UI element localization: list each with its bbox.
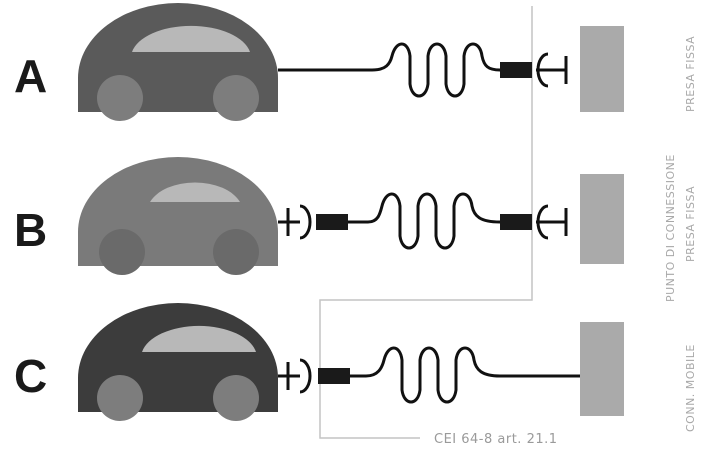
car-a-rear-wheel xyxy=(97,75,143,121)
socket-label-a: PRESA FISSA xyxy=(684,36,697,112)
standard-reference: CEI 64-8 art. 21.1 xyxy=(434,432,558,447)
socket-label-b: PRESA FISSA xyxy=(684,186,697,262)
wall-b xyxy=(580,174,624,264)
car-inlet-c xyxy=(278,358,312,394)
plug-a xyxy=(500,62,532,78)
cable-c xyxy=(350,346,580,404)
connection-point-label: PUNTO DI CONNESSIONE xyxy=(664,154,677,302)
car-plug-c xyxy=(318,368,350,384)
row-letter-c: C xyxy=(14,350,47,402)
car-a xyxy=(78,3,278,121)
car-b xyxy=(78,157,278,275)
car-c-front-wheel xyxy=(213,375,259,421)
car-b-front-wheel xyxy=(213,229,259,275)
wall-a xyxy=(580,26,624,112)
car-c xyxy=(78,303,278,421)
row-letter-a: A xyxy=(14,50,47,102)
connection-point-line xyxy=(319,6,533,439)
wall-c xyxy=(580,322,624,416)
socket-label-c: CONN. MOBILE xyxy=(684,344,697,432)
cable-b xyxy=(348,192,501,250)
car-plug-b xyxy=(316,214,348,230)
row-letter-b: B xyxy=(14,204,47,256)
plug-b xyxy=(500,214,532,230)
car-inlet-b xyxy=(278,204,312,240)
socket-b xyxy=(536,204,568,240)
car-c-rear-wheel xyxy=(97,375,143,421)
car-b-rear-wheel xyxy=(99,229,145,275)
car-a-front-wheel xyxy=(213,75,259,121)
cable-a xyxy=(278,42,501,98)
socket-a xyxy=(536,52,568,88)
